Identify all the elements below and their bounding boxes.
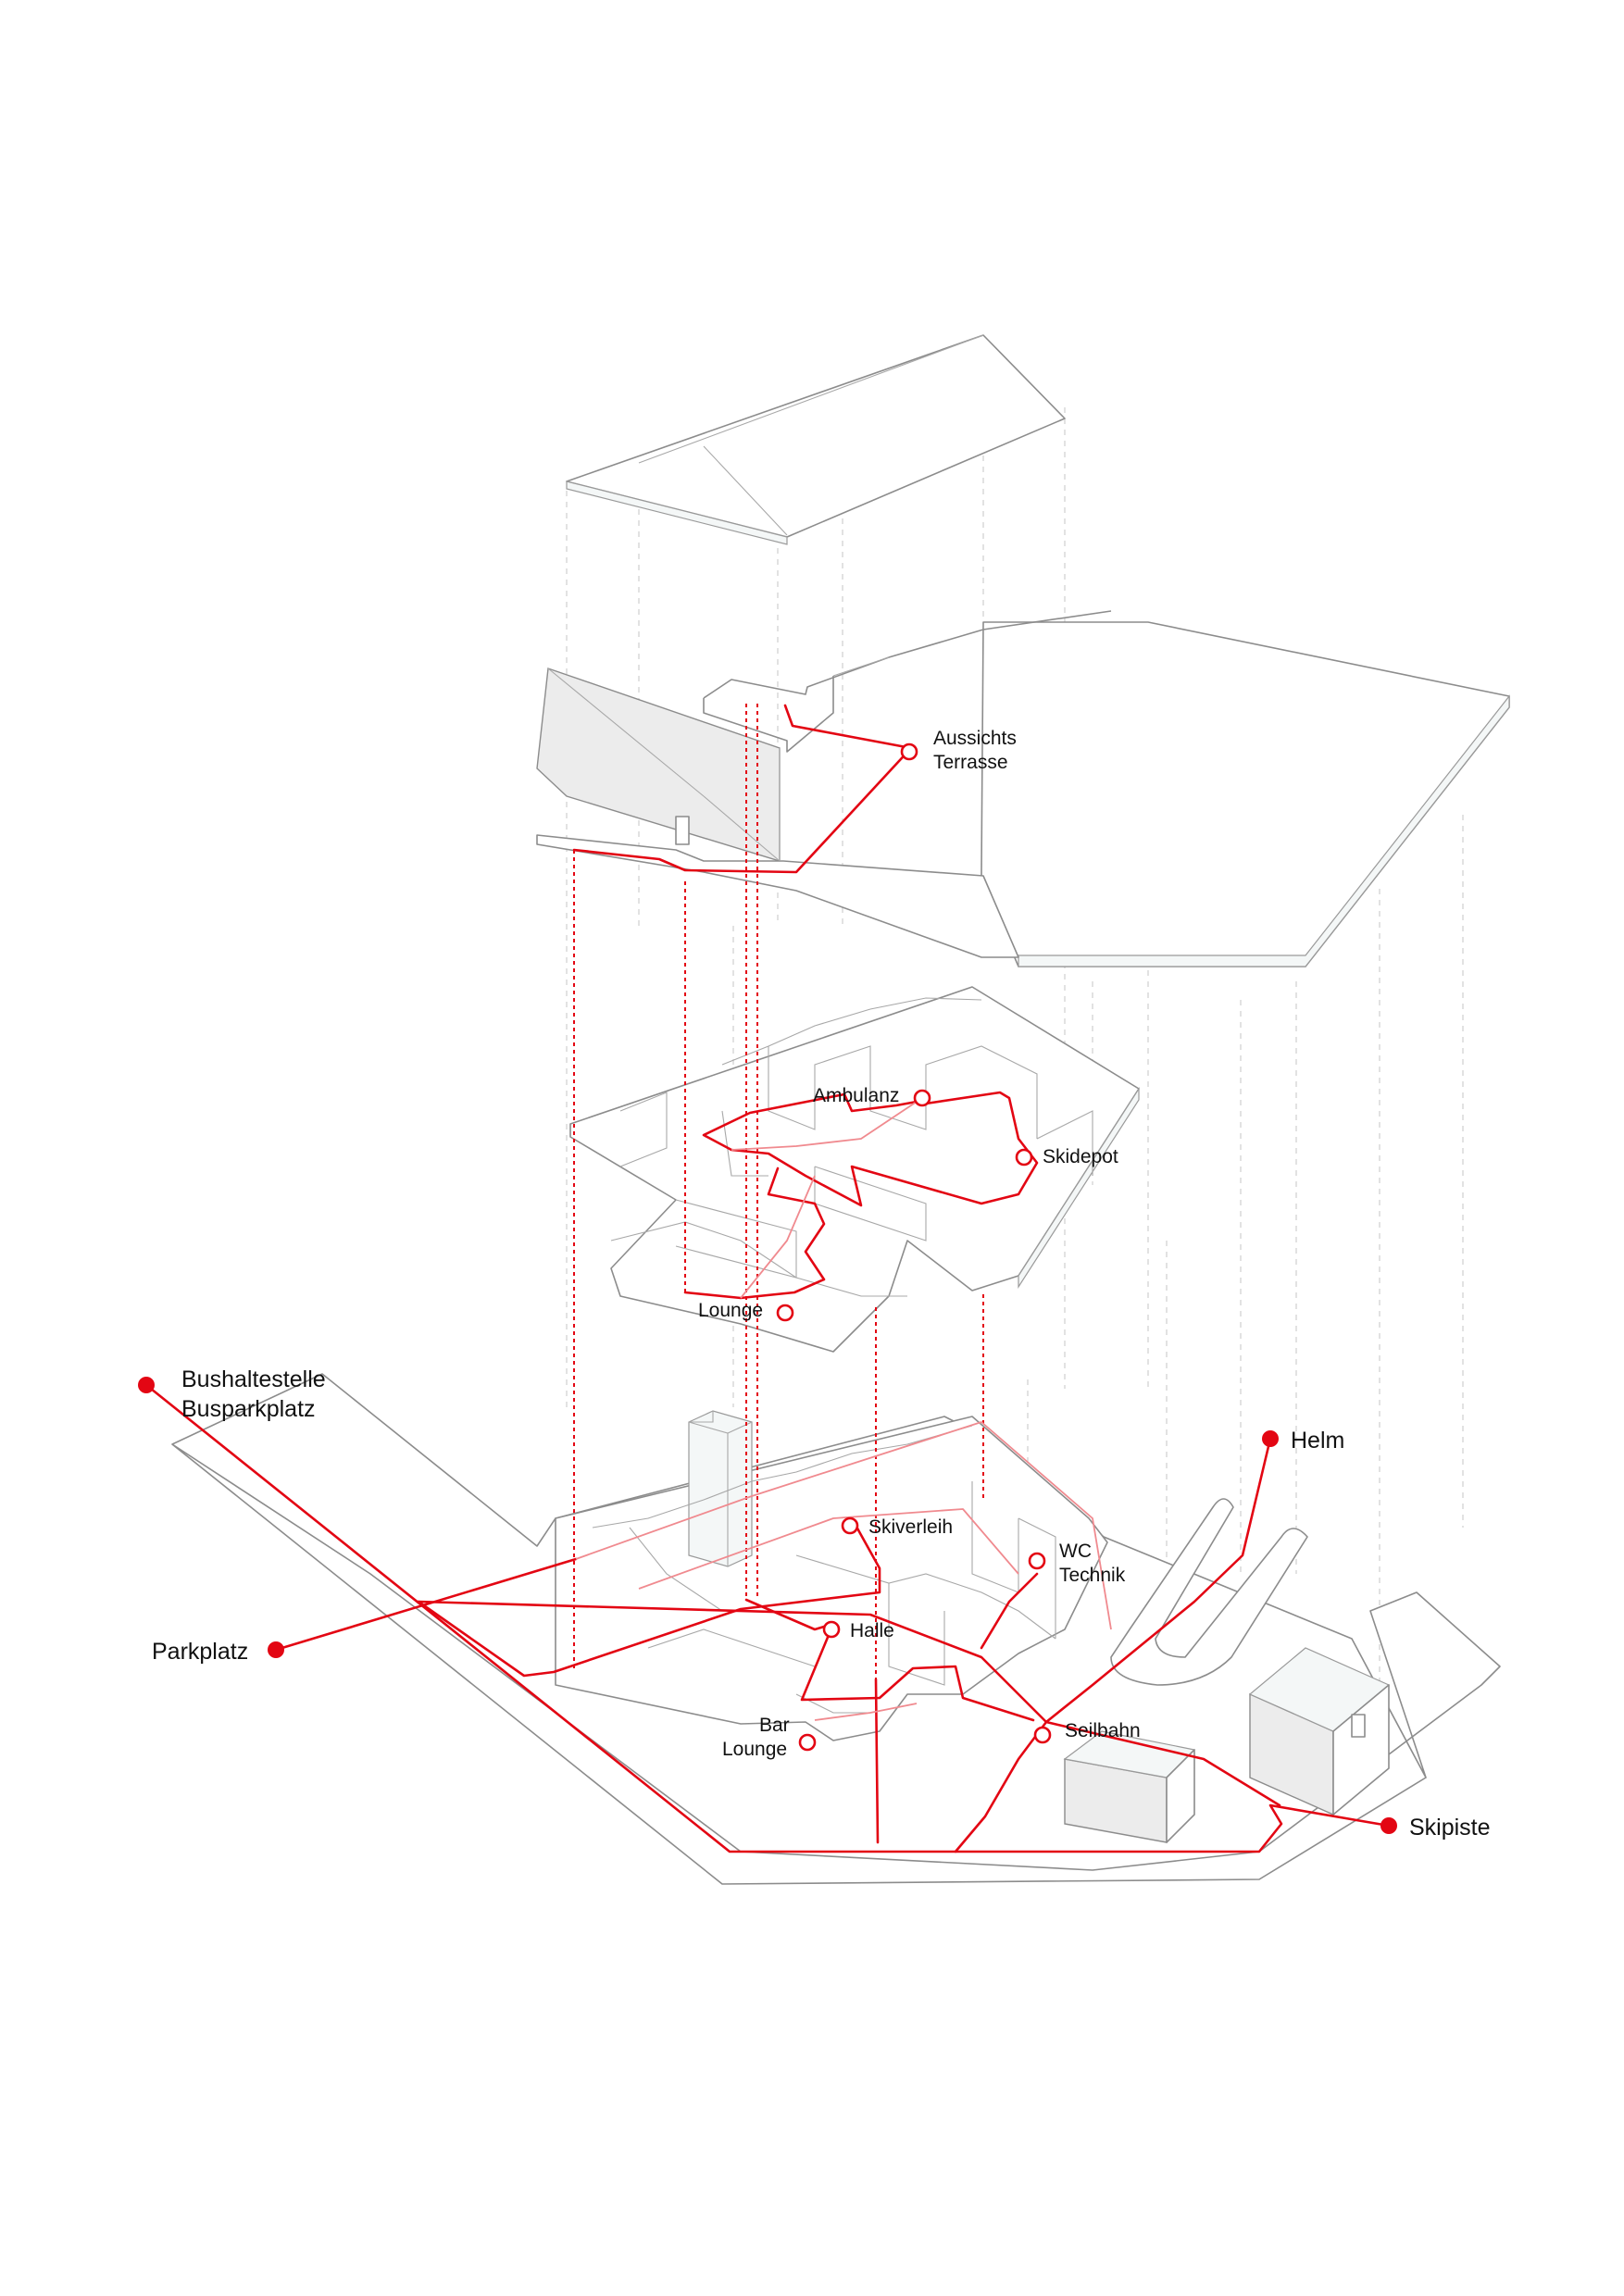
roof-ridge <box>638 334 984 464</box>
route-ground-main <box>144 1383 1391 1853</box>
ground-level <box>171 1373 1501 1885</box>
middle-rooms <box>768 1045 1038 1139</box>
route-ground-cross <box>417 1600 1048 1724</box>
middle-rooms-5 <box>721 1110 768 1177</box>
dest-helm <box>1262 1430 1279 1447</box>
route-ground-halle <box>744 1598 1035 1722</box>
upper-shaded-volume <box>536 668 781 862</box>
label-aussichts-line1: Aussichts <box>933 728 1017 749</box>
ground-walls-6 <box>647 1628 816 1667</box>
middle-slab <box>569 986 1140 1353</box>
label-ambulanz: Ambulanz <box>813 1085 899 1106</box>
seilbahn-cube-side <box>1166 1749 1195 1843</box>
upper-level <box>536 610 1510 967</box>
ground-walls-2 <box>795 1554 1056 1640</box>
middle-slab-edge <box>1018 1086 1140 1290</box>
right-cube-side <box>1332 1684 1390 1816</box>
roof-hip <box>703 445 788 536</box>
label-aussichts-line2: Terrasse <box>933 752 1008 773</box>
label-technik: Technik <box>1059 1565 1126 1586</box>
route-ground-helm <box>1044 1437 1272 1724</box>
label-bar: Bar <box>759 1715 790 1736</box>
route-ground-parkplatz <box>274 1557 578 1652</box>
roof-level <box>566 334 1066 545</box>
dest-parkplatz <box>268 1641 284 1658</box>
dest-bushaltestelle <box>138 1377 155 1393</box>
route-ground-bar <box>874 1678 880 1844</box>
middle-rooms-6 <box>1036 1110 1093 1176</box>
upper-walls <box>703 610 1112 699</box>
label-bushaltestelle: Bushaltestelle <box>181 1366 326 1392</box>
ground-walls-5 <box>888 1583 945 1686</box>
upper-shaded-lines <box>547 668 781 862</box>
node-labels: Aussichts Terrasse Ambulanz Skidepot Lou… <box>698 728 1141 1760</box>
label-skiverleih: Skiverleih <box>868 1516 953 1538</box>
ground-walls-4 <box>1018 1517 1056 1639</box>
node-ambulanz <box>913 1089 931 1107</box>
ground-walls-7 <box>629 1527 723 1612</box>
upper-slab <box>536 834 1019 958</box>
label-helm: Helm <box>1291 1428 1344 1454</box>
middle-walls-top <box>721 997 982 1066</box>
destination-labels: Bushaltestelle Busparkplatz Parkplatz He… <box>152 1366 1491 1841</box>
route-middle-lounge <box>683 1167 826 1300</box>
label-lounge: Lounge <box>698 1300 763 1321</box>
upper-walls-2 <box>703 676 834 753</box>
node-skidepot <box>1015 1148 1033 1167</box>
node-aussichts-terrasse <box>900 742 918 761</box>
route-middle-faint <box>731 1101 918 1151</box>
middle-rooms-4 <box>675 1199 797 1279</box>
site-edge <box>171 1443 1427 1885</box>
label-seilbahn: Seilbahn <box>1065 1720 1141 1741</box>
route-ground-hall <box>417 1516 881 1678</box>
terrace-plate-edge <box>1018 694 1510 967</box>
ground-walls-3 <box>971 1481 1019 1593</box>
middle-rooms-2 <box>619 1092 668 1167</box>
upper-door <box>675 816 690 845</box>
curved-ramp <box>1110 1498 1308 1686</box>
node-bar-lounge <box>798 1733 817 1752</box>
route-ground-faint-2 <box>638 1508 1019 1590</box>
ground-walls-1 <box>592 1425 973 1529</box>
roof-edge <box>566 480 788 545</box>
right-cube-window <box>1351 1714 1366 1738</box>
middle-level <box>569 986 1140 1353</box>
dest-skipiste <box>1380 1817 1397 1834</box>
middle-rooms-3 <box>814 1166 927 1242</box>
middle-lower-wing <box>610 1221 907 1297</box>
label-bar-lounge: Lounge <box>722 1739 787 1760</box>
label-parkplatz: Parkplatz <box>152 1639 248 1665</box>
node-halle <box>822 1620 841 1639</box>
label-skipiste: Skipiste <box>1409 1815 1491 1841</box>
label-wc: WC <box>1059 1541 1092 1562</box>
route-network <box>144 704 1391 1853</box>
route-middle-faint-2 <box>740 1175 816 1299</box>
node-skiverleih <box>841 1516 859 1535</box>
route-ground-faint-3 <box>814 1703 918 1721</box>
label-busparkplatz: Busparkplatz <box>181 1396 316 1422</box>
route-ground-skipiste <box>1044 1720 1281 1807</box>
stair-tower <box>688 1410 753 1567</box>
stair-tower-edge <box>688 1411 753 1434</box>
route-ground-wc <box>980 1572 1039 1650</box>
route-nodes <box>776 742 1052 1752</box>
route-ground-faint <box>575 1421 1112 1630</box>
upper-wall-top <box>832 656 890 677</box>
terrace-plate <box>981 621 1510 967</box>
node-lounge <box>776 1304 794 1322</box>
node-seilbahn <box>1033 1726 1052 1744</box>
route-upper <box>572 704 913 874</box>
route-middle <box>702 1091 1039 1207</box>
label-skidepot: Skidepot <box>1043 1146 1118 1167</box>
destination-points <box>138 1377 1397 1834</box>
node-wc-technik <box>1028 1552 1046 1570</box>
route-ground-seilbahn <box>954 1720 1048 1853</box>
label-halle: Halle <box>850 1620 894 1641</box>
